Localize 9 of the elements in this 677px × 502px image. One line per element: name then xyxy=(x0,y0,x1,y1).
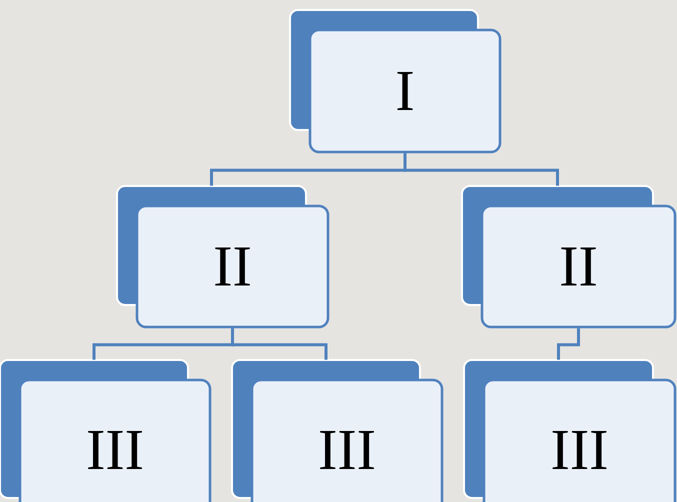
connector-line xyxy=(557,328,580,360)
org-box: III xyxy=(463,358,676,502)
connector-line xyxy=(231,328,328,360)
org-box: II xyxy=(461,185,676,328)
org-box: II xyxy=(116,185,330,328)
connector-line xyxy=(404,153,559,186)
org-box: III xyxy=(0,358,212,502)
org-box: I xyxy=(289,9,502,154)
org-box: III xyxy=(231,358,444,502)
